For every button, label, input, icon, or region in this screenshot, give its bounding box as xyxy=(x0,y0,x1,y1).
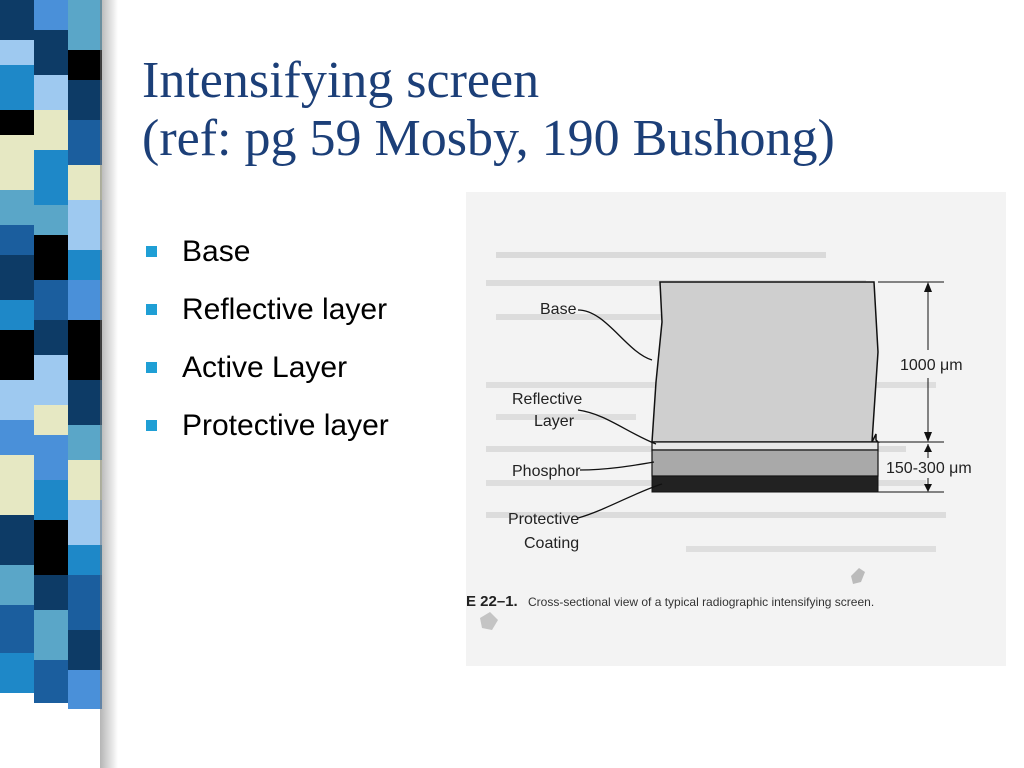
stripe-block xyxy=(0,0,34,40)
stripe-block xyxy=(34,405,68,435)
stripe-block xyxy=(34,235,68,280)
label-protective-line-2: Coating xyxy=(524,535,579,552)
bullet-square-icon xyxy=(146,304,157,315)
stripe-block xyxy=(34,30,68,75)
stripe-block xyxy=(0,135,34,190)
stripe-block xyxy=(34,610,68,660)
stripe-block xyxy=(0,225,34,255)
stripe-block xyxy=(0,300,34,330)
stripe-block xyxy=(0,190,34,225)
stripe-block xyxy=(68,50,102,80)
stripe-column-middle xyxy=(34,0,68,768)
stripe-block xyxy=(0,255,34,300)
stripe-block xyxy=(0,110,34,135)
dimension-arrow-phosphor-bottom xyxy=(924,484,932,492)
scanned-figure: Base Reflective Layer Phosphor Protectiv… xyxy=(466,192,1006,666)
stripe-column-right xyxy=(68,0,102,768)
dimension-arrow-base-bottom xyxy=(924,432,932,442)
slide-title: Intensifying screen (ref: pg 59 Mosby, 1… xyxy=(142,52,1012,168)
stripe-block xyxy=(68,250,102,280)
stripe-block xyxy=(34,150,68,205)
stripe-shadow xyxy=(100,0,118,768)
stripe-block xyxy=(0,605,34,653)
stripe-block xyxy=(68,200,102,250)
label-reflective-line-2: Layer xyxy=(534,413,575,430)
label-base: Base xyxy=(540,301,577,318)
phosphor-layer xyxy=(651,449,879,477)
stripe-block xyxy=(34,660,68,703)
dimension-arrow-phosphor-top xyxy=(924,444,932,452)
bullet-item-protective-layer: Protective layer xyxy=(142,406,389,464)
stripe-block xyxy=(0,65,34,110)
stripe-block xyxy=(68,80,102,120)
bullet-list: Base Reflective layer Active Layer Prote… xyxy=(142,232,389,464)
stripe-block xyxy=(0,330,34,380)
stripe-column-left xyxy=(0,0,34,768)
stripe-block xyxy=(0,515,34,565)
scan-smudge xyxy=(480,568,865,630)
dimension-arrow-top xyxy=(924,282,932,292)
stripe-block xyxy=(68,380,102,425)
bullet-square-icon xyxy=(146,246,157,257)
stripe-block xyxy=(0,565,34,605)
stripe-block xyxy=(34,0,68,30)
stripe-block xyxy=(34,575,68,610)
dimension-label-phosphor: 150-300 μm xyxy=(886,460,972,477)
bullet-square-icon xyxy=(146,420,157,431)
stripe-block xyxy=(34,280,68,320)
stripe-block xyxy=(68,0,102,50)
stripe-block xyxy=(34,520,68,575)
stripe-block xyxy=(0,420,34,455)
stripe-block xyxy=(68,425,102,460)
stripe-block xyxy=(34,110,68,150)
decorative-stripe-border xyxy=(0,0,118,768)
bullet-label: Reflective layer xyxy=(182,293,388,326)
stripe-block xyxy=(68,500,102,545)
stripe-block xyxy=(68,320,102,380)
slide-title-line-2: (ref: pg 59 Mosby, 190 Bushong) xyxy=(142,110,835,167)
leader-line-phosphor xyxy=(579,461,655,471)
bullet-label: Active Layer xyxy=(182,351,348,384)
reflective-layer xyxy=(651,441,879,451)
bullet-item-active-layer: Active Layer xyxy=(142,348,389,406)
stripe-block xyxy=(0,455,34,515)
stripe-block xyxy=(68,630,102,670)
stripe-block xyxy=(68,545,102,575)
dimension-label-base: 1000 μm xyxy=(900,357,963,374)
stripe-block xyxy=(68,460,102,500)
stripe-block xyxy=(34,355,68,405)
stripe-block xyxy=(34,205,68,235)
stripe-block xyxy=(68,165,102,200)
bullet-item-reflective-layer: Reflective layer xyxy=(142,290,389,348)
stripe-block xyxy=(68,575,102,630)
stripe-block xyxy=(68,670,102,709)
bullet-square-icon xyxy=(146,362,157,373)
stripe-block xyxy=(68,280,102,320)
leader-line-base xyxy=(577,309,653,361)
stripe-block xyxy=(68,120,102,165)
bullet-item-base: Base xyxy=(142,232,389,290)
slide-title-line-1: Intensifying screen xyxy=(142,52,540,109)
bullet-label: Protective layer xyxy=(182,409,389,442)
stripe-block xyxy=(34,480,68,520)
stripe-block xyxy=(34,435,68,480)
label-reflective-line-1: Reflective xyxy=(512,391,582,408)
figure-caption: Cross-sectional view of a typical radiog… xyxy=(528,595,874,609)
leader-line-protective xyxy=(577,483,663,519)
stripe-block xyxy=(0,40,34,65)
stripe-block xyxy=(0,653,34,693)
stripe-block xyxy=(34,320,68,355)
figure-caption-prefix: E 22–1. xyxy=(466,593,518,610)
leader-line-reflective xyxy=(577,409,657,445)
bullet-label: Base xyxy=(182,235,251,268)
cross-section-diagram: Base Reflective Layer Phosphor Protectiv… xyxy=(466,252,972,630)
base-layer xyxy=(651,281,880,443)
stripe-block xyxy=(0,380,34,420)
stripe-block xyxy=(34,75,68,110)
protective-coating-layer xyxy=(651,475,879,493)
label-protective-line-1: Protective xyxy=(508,511,579,528)
label-phosphor: Phosphor xyxy=(512,463,581,480)
